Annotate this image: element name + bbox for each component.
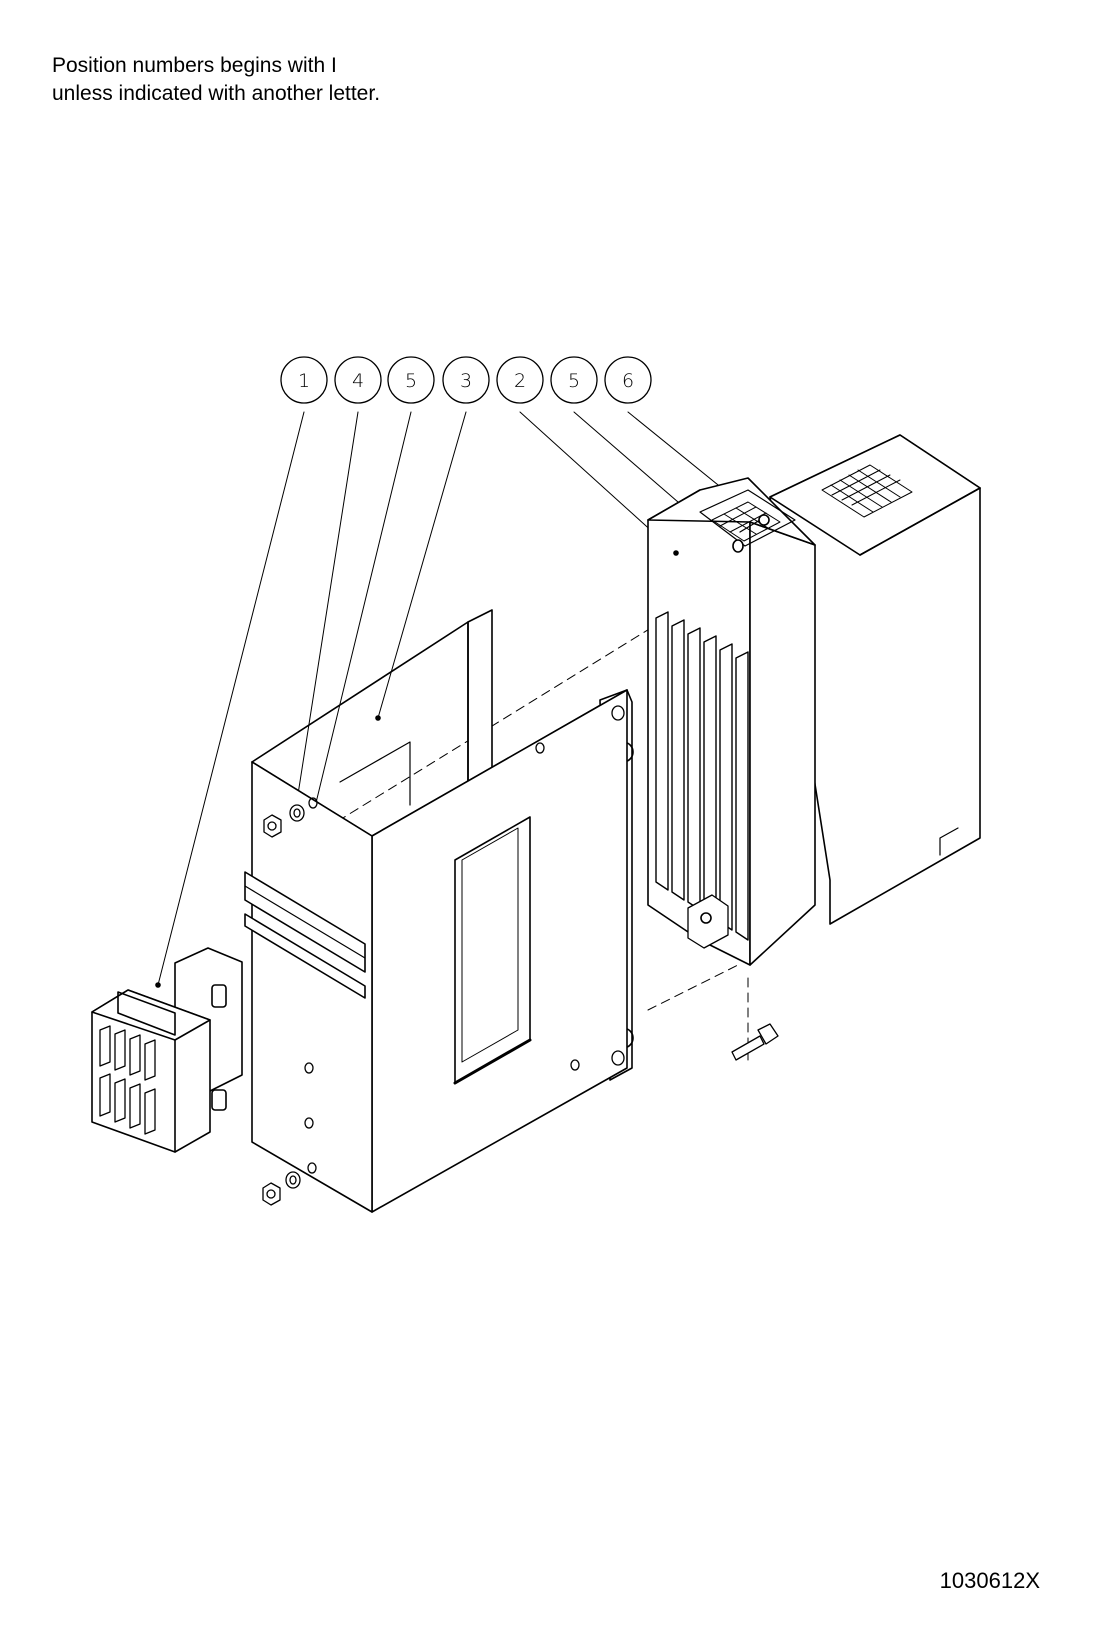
balloon-2: 2: [496, 356, 544, 404]
washer-bottom: [285, 1171, 301, 1189]
leader-line-3: [377, 411, 467, 719]
leader-line-4: [287, 411, 359, 859]
nut-bottom: [262, 1182, 281, 1206]
balloon-1: 1: [280, 356, 328, 404]
drawing-number: 1030612X: [939, 1568, 1040, 1593]
balloon-5-left: 5: [387, 356, 435, 404]
washer-top: [289, 804, 305, 822]
power-module: [647, 434, 981, 966]
balloon-5-right: 5: [550, 356, 598, 404]
vent-grid-rear: [821, 464, 913, 518]
balloon-6: 6: [604, 356, 652, 404]
nut-top: [263, 814, 282, 838]
balloon-3: 3: [442, 356, 490, 404]
note-line-2: unless indicated with another letter.: [52, 82, 381, 105]
assembly-line-bottom: [647, 964, 739, 1011]
position-balloons: 1 4 5 3 2 5 6: [280, 356, 652, 404]
svg-text:5: 5: [405, 370, 417, 392]
mounting-plate: [244, 609, 634, 1213]
svg-text:2: 2: [514, 370, 526, 392]
note-line-1: Position numbers begins with I: [52, 54, 337, 77]
svg-text:6: 6: [622, 370, 634, 392]
leader-line-5-left: [304, 411, 412, 849]
screw-bottom: [731, 1023, 779, 1061]
leader-line-1: [157, 411, 305, 986]
svg-text:1: 1: [298, 370, 310, 392]
plate-holes: [304, 705, 625, 1174]
balloon-4: 4: [334, 356, 382, 404]
svg-text:5: 5: [568, 370, 580, 392]
contactor: [91, 947, 243, 1153]
svg-text:3: 3: [460, 370, 472, 392]
svg-text:4: 4: [352, 370, 364, 392]
position-note: Position numbers begins with I unless in…: [52, 52, 380, 108]
fasteners-left: [262, 804, 305, 1206]
